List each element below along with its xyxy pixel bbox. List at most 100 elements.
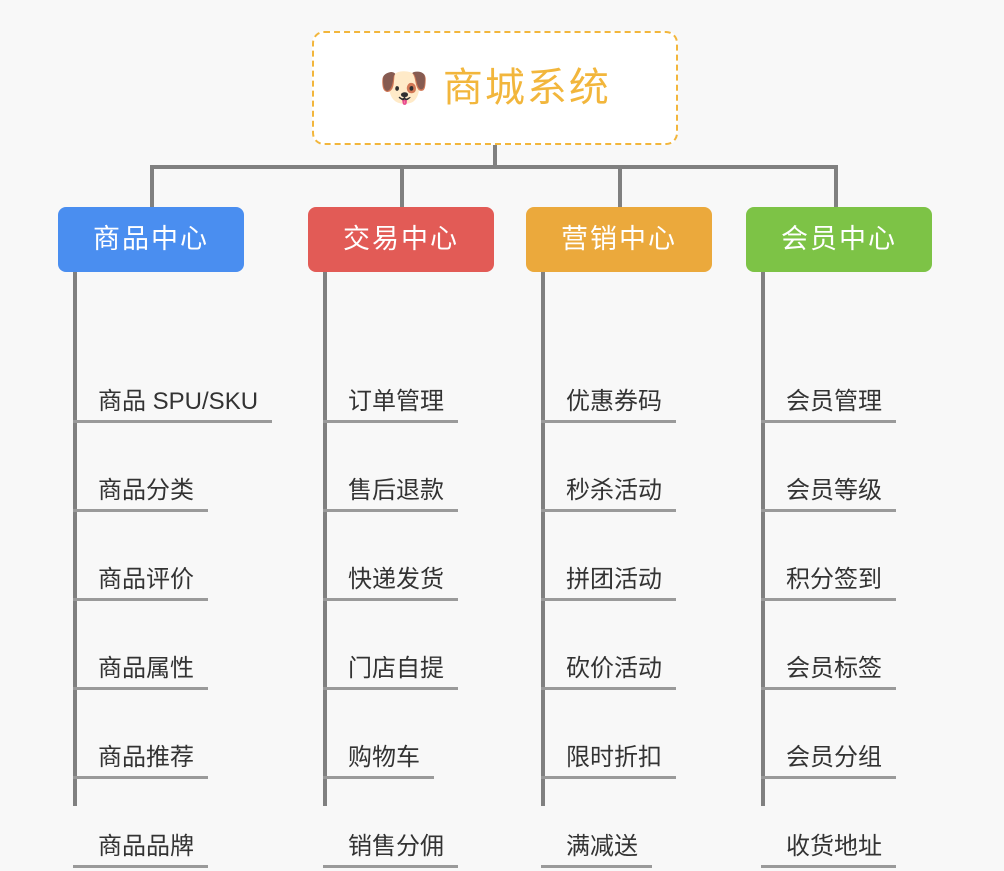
leaf-item[interactable]: 会员管理 xyxy=(746,337,966,426)
leaf-label: 会员标签 xyxy=(786,655,882,682)
leaf-underline xyxy=(73,865,208,868)
leaf-label: 商品评价 xyxy=(98,566,194,593)
leaf-item[interactable]: 销售分佣 xyxy=(308,782,528,871)
leaf-label: 会员等级 xyxy=(786,477,882,504)
leaf-item[interactable]: 会员等级 xyxy=(746,426,966,515)
column-spine xyxy=(761,272,765,806)
leaf-item[interactable]: 满减送 xyxy=(526,782,746,871)
category-column: 商品中心商品 SPU/SKU 商品分类商品评价商品属性商品推荐商品品牌 xyxy=(58,207,278,868)
connector-horizontal-bus xyxy=(150,165,838,169)
category-header-label: 会员中心 xyxy=(781,224,897,254)
leaf-item[interactable]: 拼团活动 xyxy=(526,515,746,604)
category-column: 交易中心订单管理售后退款快递发货门店自提购物车销售分佣 xyxy=(308,207,528,868)
leaf-label: 拼团活动 xyxy=(566,566,662,593)
category-column: 营销中心优惠券码秒杀活动拼团活动砍价活动限时折扣满减送 xyxy=(526,207,746,868)
leaf-underline xyxy=(761,865,896,868)
leaf-underline xyxy=(541,865,652,868)
leaf-item[interactable]: 秒杀活动 xyxy=(526,426,746,515)
connector-drop-2 xyxy=(400,165,404,208)
connector-drop-4 xyxy=(834,165,838,208)
category-header-2[interactable]: 交易中心 xyxy=(308,207,494,272)
leaf-list: 优惠券码秒杀活动拼团活动砍价活动限时折扣满减送 xyxy=(526,337,746,871)
connector-drop-3 xyxy=(618,165,622,208)
leaf-item[interactable]: 商品品牌 xyxy=(58,782,278,871)
leaf-item[interactable]: 收货地址 xyxy=(746,782,966,871)
leaf-underline xyxy=(541,687,676,690)
leaf-list: 会员管理会员等级积分签到会员标签会员分组收货地址 xyxy=(746,337,966,871)
leaf-underline xyxy=(761,420,896,423)
leaf-label: 秒杀活动 xyxy=(566,477,662,504)
connector-drop-1 xyxy=(150,165,154,208)
leaf-underline xyxy=(541,509,676,512)
leaf-label: 满减送 xyxy=(566,833,638,860)
leaf-item[interactable]: 会员标签 xyxy=(746,604,966,693)
leaf-item[interactable]: 优惠券码 xyxy=(526,337,746,426)
shiba-dog-face-icon: 🐶 xyxy=(379,66,429,110)
leaf-label: 商品 SPU/SKU xyxy=(98,388,259,415)
leaf-item[interactable]: 购物车 xyxy=(308,693,528,782)
leaf-label: 商品分类 xyxy=(98,477,194,504)
leaf-underline xyxy=(541,776,676,779)
leaf-underline xyxy=(73,598,208,601)
leaf-label: 商品品牌 xyxy=(98,833,194,860)
leaf-label: 优惠券码 xyxy=(566,388,662,415)
leaf-label: 商品属性 xyxy=(98,655,194,682)
leaf-underline xyxy=(541,420,676,423)
leaf-underline xyxy=(761,776,896,779)
leaf-underline xyxy=(541,598,676,601)
leaf-underline xyxy=(73,420,272,423)
org-chart-diagram: 🐶 商城系统 商品中心商品 SPU/SKU 商品分类商品评价商品属性商品推荐商品品… xyxy=(58,31,966,868)
leaf-item[interactable]: 商品分类 xyxy=(58,426,278,515)
root-title: 商城系统 xyxy=(442,66,611,110)
leaf-underline xyxy=(323,865,458,868)
leaf-list: 订单管理售后退款快递发货门店自提购物车销售分佣 xyxy=(308,337,528,871)
leaf-item[interactable]: 商品评价 xyxy=(58,515,278,604)
leaf-item[interactable]: 门店自提 xyxy=(308,604,528,693)
leaf-label: 积分签到 xyxy=(786,566,882,593)
leaf-list: 商品 SPU/SKU 商品分类商品评价商品属性商品推荐商品品牌 xyxy=(58,337,278,871)
leaf-underline xyxy=(323,687,458,690)
category-header-label: 营销中心 xyxy=(561,224,677,254)
category-header-4[interactable]: 会员中心 xyxy=(746,207,932,272)
leaf-underline xyxy=(73,509,208,512)
leaf-label: 会员分组 xyxy=(786,744,882,771)
leaf-underline xyxy=(761,509,896,512)
leaf-item[interactable]: 商品 SPU/SKU xyxy=(58,337,278,426)
leaf-label: 购物车 xyxy=(348,744,420,771)
leaf-item[interactable]: 积分签到 xyxy=(746,515,966,604)
category-header-1[interactable]: 商品中心 xyxy=(58,207,244,272)
column-spine xyxy=(541,272,545,806)
leaf-item[interactable]: 订单管理 xyxy=(308,337,528,426)
leaf-item[interactable]: 售后退款 xyxy=(308,426,528,515)
leaf-label: 收货地址 xyxy=(786,833,882,860)
category-header-label: 交易中心 xyxy=(343,224,459,254)
leaf-underline xyxy=(323,776,434,779)
root-node[interactable]: 🐶 商城系统 xyxy=(312,31,678,145)
leaf-item[interactable]: 限时折扣 xyxy=(526,693,746,782)
category-column: 会员中心会员管理会员等级积分签到会员标签会员分组收货地址 xyxy=(746,207,966,868)
column-spine xyxy=(73,272,77,806)
leaf-item[interactable]: 商品属性 xyxy=(58,604,278,693)
leaf-underline xyxy=(73,776,208,779)
leaf-item[interactable]: 砍价活动 xyxy=(526,604,746,693)
leaf-item[interactable]: 会员分组 xyxy=(746,693,966,782)
leaf-label: 快递发货 xyxy=(348,566,444,593)
connector-root-stem xyxy=(493,145,497,169)
leaf-underline xyxy=(761,687,896,690)
leaf-item[interactable]: 商品推荐 xyxy=(58,693,278,782)
leaf-label: 门店自提 xyxy=(348,655,444,682)
leaf-label: 售后退款 xyxy=(348,477,444,504)
leaf-item[interactable]: 快递发货 xyxy=(308,515,528,604)
leaf-label: 商品推荐 xyxy=(98,744,194,771)
leaf-label: 会员管理 xyxy=(786,388,882,415)
leaf-underline xyxy=(323,509,458,512)
leaf-underline xyxy=(323,598,458,601)
leaf-label: 砍价活动 xyxy=(566,655,662,682)
column-spine xyxy=(323,272,327,806)
leaf-label: 订单管理 xyxy=(348,388,444,415)
category-header-3[interactable]: 营销中心 xyxy=(526,207,712,272)
leaf-underline xyxy=(73,687,208,690)
leaf-label: 销售分佣 xyxy=(348,833,444,860)
leaf-label: 限时折扣 xyxy=(566,744,662,771)
leaf-underline xyxy=(761,598,896,601)
